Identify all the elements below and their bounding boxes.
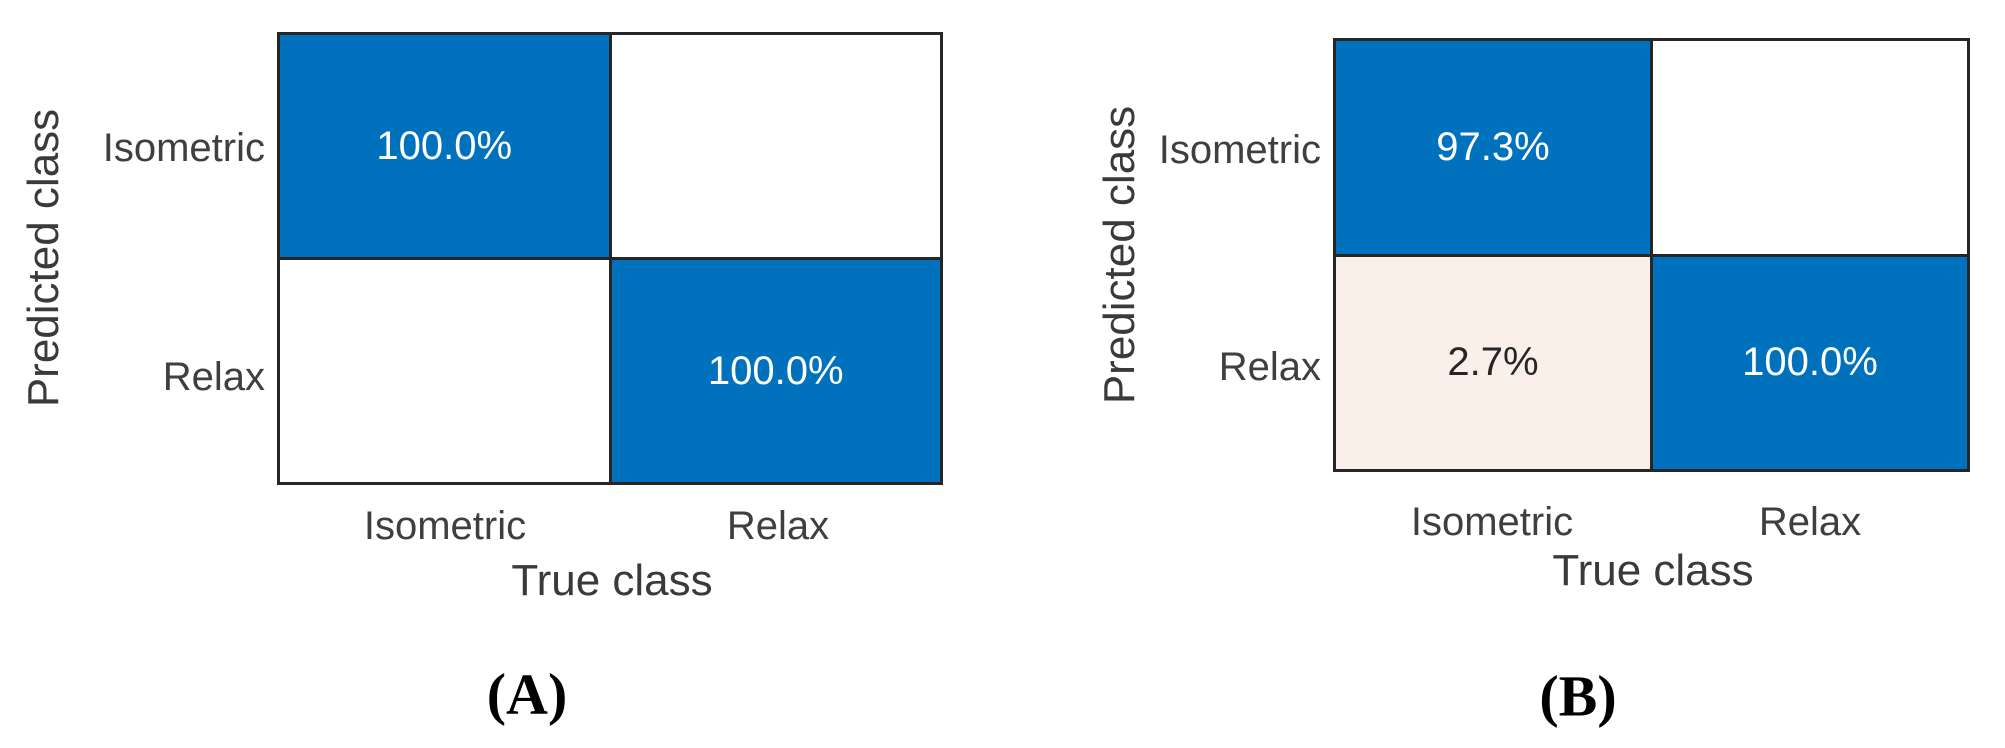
panel-a-cell-isometric-relax <box>611 35 940 257</box>
panel-a-row-tick-isometric: Isometric <box>102 126 265 170</box>
panel-b-cell-isometric-relax <box>1653 41 1967 254</box>
panel-a-col-tick-isometric: Isometric <box>363 504 527 548</box>
panel-b-cell-isometric-isometric: 97.3% <box>1336 41 1650 254</box>
panel-b-cell-relax-isometric: 2.7% <box>1336 256 1650 469</box>
panel-a-cell-isometric-isometric: 100.0% <box>280 35 609 257</box>
panel-a-col-tick-relax: Relax <box>726 504 830 548</box>
panel-a-row-tick-relax: Relax <box>162 355 265 399</box>
panel-a-caption: (A) <box>486 661 568 727</box>
panel-a-x-axis-label: True class <box>511 556 713 605</box>
panel-b-caption: (B) <box>1539 663 1617 729</box>
panel-b-cell-relax-relax: 100.0% <box>1653 256 1967 469</box>
panel-a-cell-relax-isometric <box>280 260 609 482</box>
panel-b-row-tick-isometric: Isometric <box>1158 128 1321 172</box>
panel-a-cell-relax-relax: 100.0% <box>611 260 940 482</box>
panel-b-row-tick-relax: Relax <box>1218 345 1321 389</box>
panel-b-col-tick-relax: Relax <box>1758 500 1862 544</box>
panel-b-x-axis-label: True class <box>1552 546 1754 595</box>
panel-b-matrix-grid: 97.3% 2.7% 100.0% <box>1333 38 1970 472</box>
panel-a-matrix-grid: 100.0% 100.0% <box>277 32 943 485</box>
panel-b-col-tick-isometric: Isometric <box>1410 500 1574 544</box>
